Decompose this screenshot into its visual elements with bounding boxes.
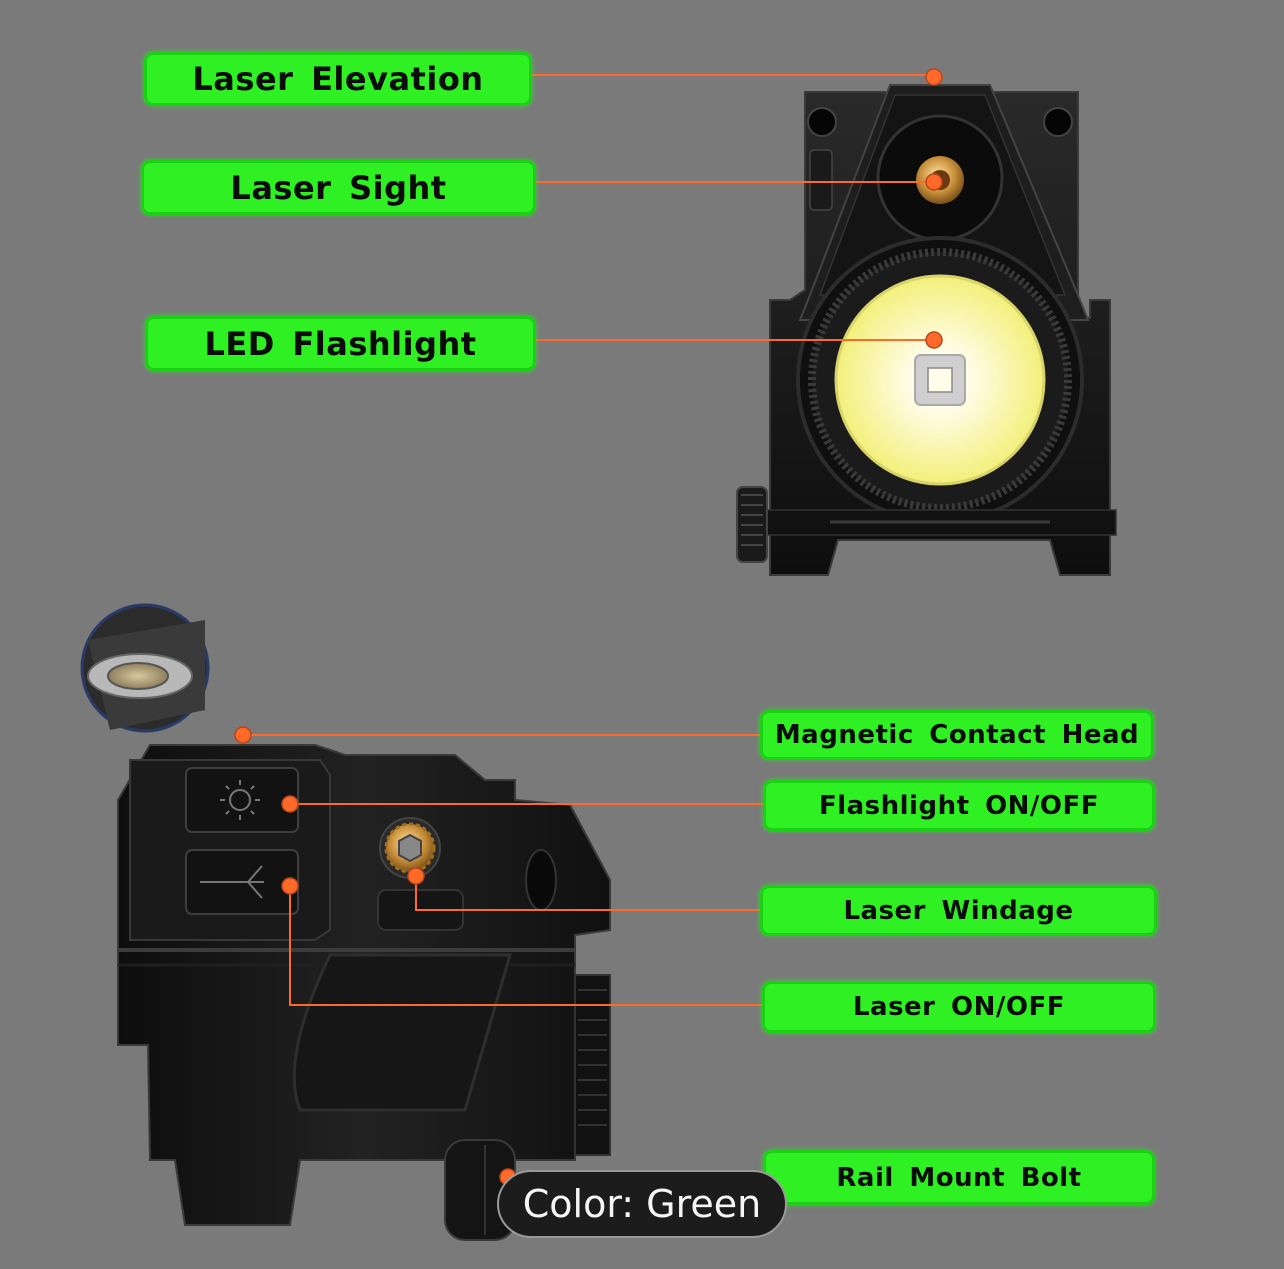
laser-beam-icon (200, 865, 264, 899)
leader-dots (234, 68, 943, 1186)
magnet-icon (107, 662, 169, 690)
label-led-flashlight: LED Flashlight (145, 316, 536, 371)
label-laser-on-off: Laser ON/OFF (762, 981, 1156, 1033)
sun-icon (220, 780, 260, 820)
label-flashlight-on-off-text: Flashlight ON/OFF (818, 790, 1100, 821)
led-chip-icon (927, 367, 953, 393)
label-rail-mount-bolt: Rail Mount Bolt (763, 1150, 1155, 1205)
label-laser-windage-text: Laser Windage (843, 895, 1074, 926)
label-led-flashlight-text: LED Flashlight (204, 324, 477, 363)
screw-hole-icon (807, 107, 837, 137)
color-variant-text: Color: Green (522, 1182, 762, 1226)
label-laser-sight: Laser Sight (141, 160, 536, 215)
windage-screw-icon (379, 817, 441, 879)
label-magnetic-contact-head-text: Magnetic Contact Head (774, 720, 1140, 750)
rail-knob-icon (736, 486, 768, 563)
flashlight-button[interactable] (185, 767, 299, 833)
label-laser-elevation-text: Laser Elevation (192, 60, 484, 98)
label-laser-sight-text: Laser Sight (230, 168, 447, 207)
magnetic-contact-inset (80, 603, 210, 733)
label-flashlight-on-off: Flashlight ON/OFF (763, 780, 1155, 831)
label-laser-on-off-text: Laser ON/OFF (852, 992, 1066, 1022)
color-variant-badge[interactable]: Color: Green (497, 1170, 787, 1238)
front-view-device (736, 84, 1117, 576)
screw-hole-icon (1043, 107, 1073, 137)
label-magnetic-contact-head: Magnetic Contact Head (760, 710, 1154, 760)
side-view-device (117, 744, 611, 1241)
label-laser-windage: Laser Windage (760, 885, 1157, 936)
label-rail-mount-bolt-text: Rail Mount Bolt (836, 1162, 1082, 1193)
label-laser-elevation: Laser Elevation (144, 52, 532, 106)
